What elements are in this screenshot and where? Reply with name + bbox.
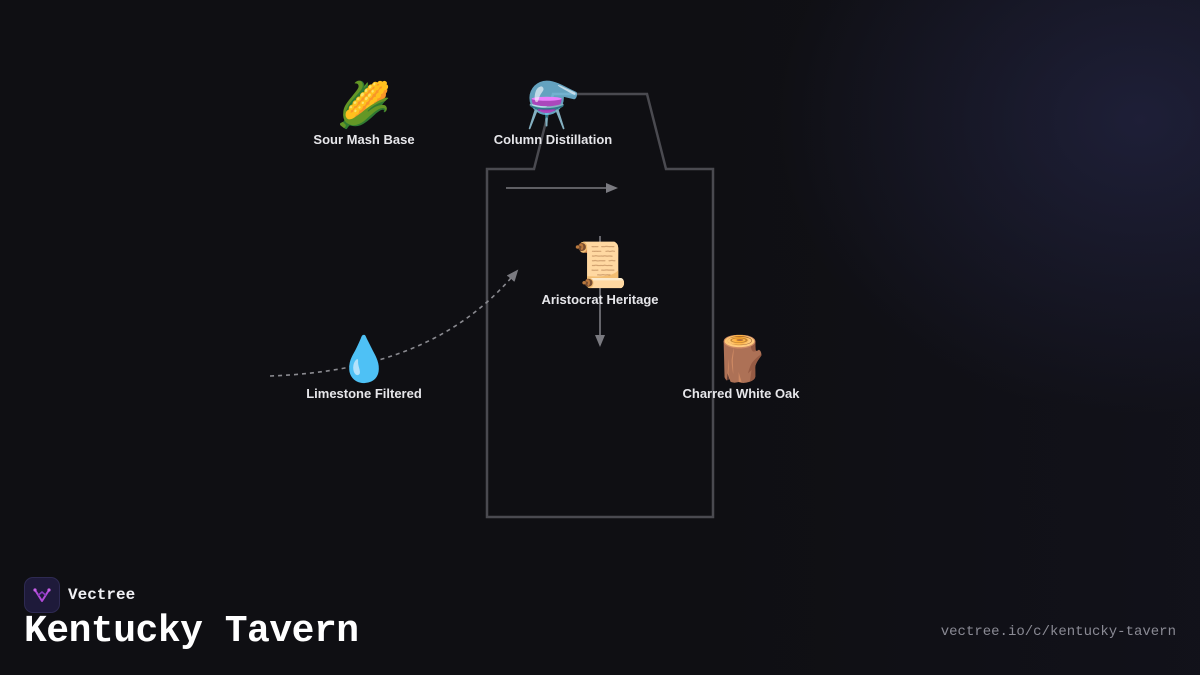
node-label: Column Distillation xyxy=(493,132,613,147)
alembic-icon: ⚗️ xyxy=(525,80,581,131)
node-label: Charred White Oak xyxy=(682,386,800,401)
water-drop-icon: 💧 xyxy=(336,334,392,385)
brand[interactable]: Vectree xyxy=(24,577,135,613)
node-label: Limestone Filtered xyxy=(306,386,422,401)
page-url-link[interactable]: vectree.io/c/kentucky-tavern xyxy=(940,624,1176,640)
vectree-logo-icon xyxy=(24,577,60,613)
bottle-outline xyxy=(485,92,715,519)
page-title: Kentucky Tavern xyxy=(24,610,359,653)
corn-icon: 🌽 xyxy=(336,80,392,131)
node-charred-white-oak: 🪵 Charred White Oak xyxy=(651,334,831,401)
arrow-dashed-curve xyxy=(269,269,519,377)
node-label: Sour Mash Base xyxy=(313,132,415,147)
node-limestone-filtered: 💧 Limestone Filtered xyxy=(274,334,454,401)
wood-log-icon: 🪵 xyxy=(713,334,769,385)
node-sour-mash-base: 🌽 Sour Mash Base xyxy=(274,80,454,147)
node-aristocrat-heritage: 📜 Aristocrat Heritage xyxy=(510,240,690,307)
node-label: Aristocrat Heritage xyxy=(541,292,659,307)
scroll-icon: 📜 xyxy=(572,240,628,291)
brand-name: Vectree xyxy=(68,586,136,604)
node-column-distillation: ⚗️ Column Distillation xyxy=(463,80,643,147)
